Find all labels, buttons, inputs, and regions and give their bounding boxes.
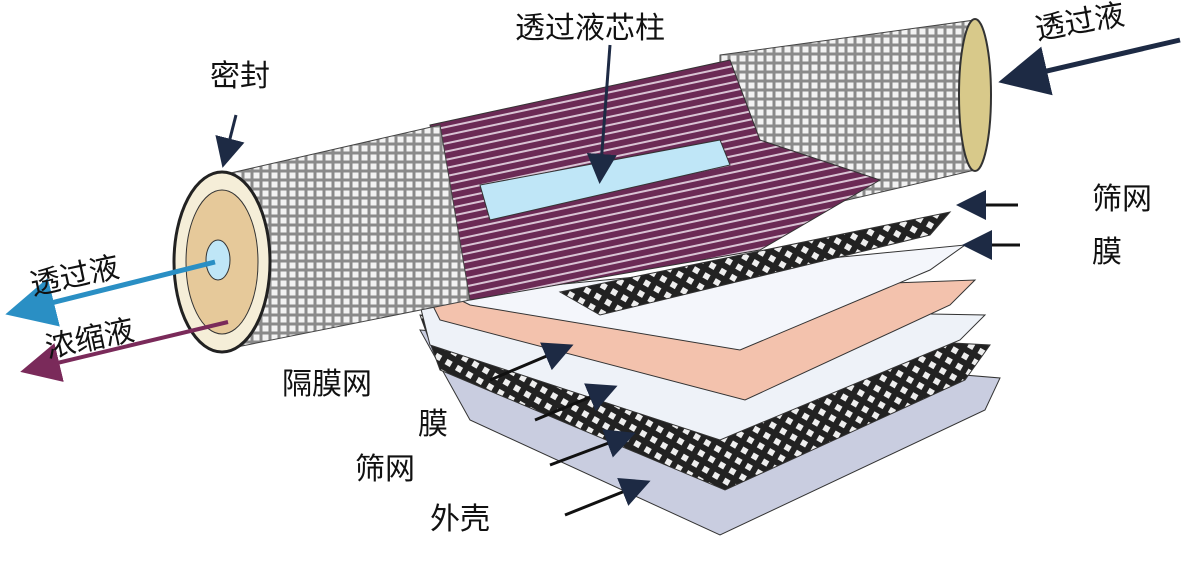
membrane-label: 膜 (418, 407, 448, 442)
arrows (5, 37, 1181, 517)
spacer-arrow (489, 342, 574, 382)
right-end-cap (958, 18, 992, 172)
screen-label: 筛网 (355, 452, 415, 487)
screen-right-label: 筛网 (1092, 182, 1152, 217)
seal-label: 密封 (210, 59, 270, 94)
membrane-arrow (534, 383, 618, 422)
membrane-right-label: 膜 (1092, 235, 1122, 270)
left-end-cap (172, 170, 272, 354)
sheet-white-2 (448, 244, 967, 351)
core-label: 透过液芯柱 (515, 11, 665, 46)
concentrate-out-arrow (20, 320, 229, 382)
sheet-screen-top (558, 211, 952, 316)
shell-arrow (564, 477, 651, 517)
screen-arrow (549, 429, 636, 467)
shell-label: 外壳 (430, 502, 490, 537)
seal-arrow (215, 114, 245, 168)
spacer-label: 隔膜网 (282, 367, 372, 402)
core-arrow (586, 44, 617, 184)
permeate-out-arrow (5, 259, 216, 327)
permeate-in-arrow (998, 37, 1181, 96)
module-cylinder (172, 18, 992, 354)
